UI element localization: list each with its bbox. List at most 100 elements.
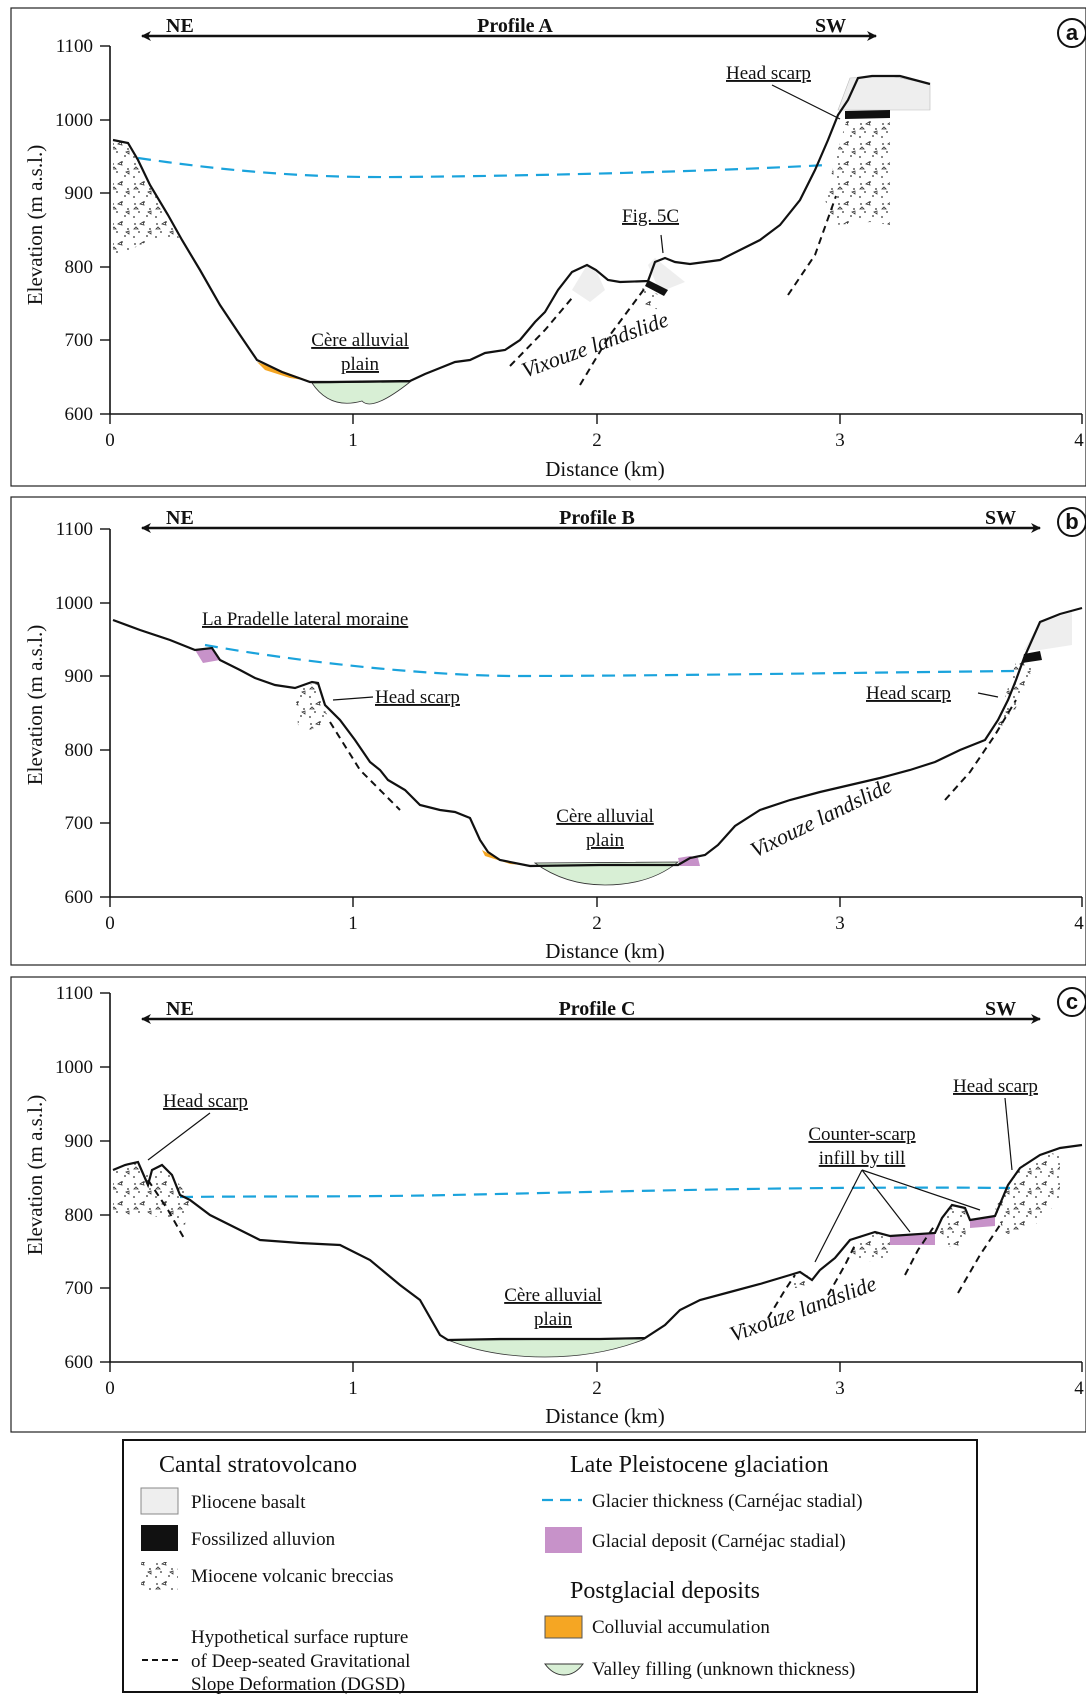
leader-line	[1004, 1097, 1013, 1171]
y-tick-label: 600	[65, 1352, 94, 1373]
breccia-left	[113, 1162, 190, 1225]
leader-line	[771, 84, 841, 120]
legend-label-rupture-3: Slope Deformation (DGSD)	[191, 1674, 405, 1695]
x-tick-label: 4	[1074, 913, 1084, 934]
x-tick-label: 0	[105, 430, 115, 451]
y-tick-label: 1000	[55, 593, 93, 614]
panel-badge	[1057, 987, 1086, 1017]
y-ticks	[100, 528, 110, 898]
x-tick-label: 1	[348, 913, 358, 934]
panel-b-frame	[10, 496, 1086, 966]
topography-a	[112, 74, 931, 384]
dgsd-rupture	[827, 1244, 856, 1296]
label-fig-5c: Fig. 5C	[622, 206, 679, 227]
label-plain-line2: plain	[341, 354, 379, 375]
y-tick-label: 800	[65, 257, 94, 278]
direction-ne: NE	[166, 15, 194, 37]
glacier-line-c	[179, 1186, 1011, 1199]
y-tick-label: 1100	[56, 36, 93, 57]
y-ticks	[100, 45, 110, 415]
legend-label-rupture-1: Hypothetical surface rupture	[191, 1627, 408, 1648]
legend-swatch-valley	[544, 1663, 584, 1676]
panel-a-frame	[10, 7, 1086, 487]
leader-line	[861, 1169, 911, 1233]
label-head-scarp-right: Head scarp	[953, 1076, 1038, 1097]
label-plain-line2: plain	[534, 1309, 572, 1330]
label-head-scarp-left: Head scarp	[375, 687, 460, 708]
direction-ne: NE	[166, 507, 194, 529]
y-tick-label: 700	[65, 1278, 94, 1299]
y-axis-title: Elevation (m a.s.l.)	[23, 1095, 47, 1255]
breccia-block	[940, 1205, 968, 1248]
label-plain-line1: Cère alluvial	[311, 330, 409, 351]
dgsd-rupture	[787, 195, 837, 296]
fossil-alluvion-right	[845, 110, 890, 119]
x-tick-label: 2	[592, 913, 602, 934]
panel-profile-b: 1100 1000 900 800 700 600 0 1 2 3 4 Dist…	[10, 496, 1086, 966]
profile-title: Profile B	[559, 507, 635, 529]
label-landslide: Vixouze landslide	[746, 772, 896, 862]
y-tick-label: 1100	[56, 983, 93, 1004]
label-head-scarp-right: Head scarp	[866, 683, 951, 704]
dgsd-rupture	[509, 297, 573, 367]
x-ticks	[109, 1362, 1083, 1372]
panel-badge	[1057, 18, 1086, 48]
leader-line	[977, 692, 999, 698]
panel-profile-c: 1100 1000 900 800 700 600 0 1 2 3 4 Dist…	[10, 976, 1086, 1433]
topography-c	[112, 1143, 1083, 1342]
dgsd-rupture	[147, 1179, 186, 1241]
leader-line	[861, 1169, 981, 1211]
x-tick-label: 0	[105, 913, 115, 934]
fossil-alluvion-right	[1022, 651, 1042, 663]
leader-line	[332, 696, 374, 701]
label-moraine: La Pradelle lateral moraine	[202, 609, 408, 630]
basalt-block	[572, 265, 605, 302]
direction-sw: SW	[985, 507, 1016, 529]
x-tick-label: 4	[1074, 1378, 1084, 1399]
label-counter-line1: Counter-scarp	[808, 1124, 915, 1145]
breccia-right	[825, 115, 890, 225]
legend-label-fossilized: Fossilized alluvion	[191, 1529, 336, 1550]
y-tick-label: 900	[65, 183, 94, 204]
x-tick-label: 1	[348, 1378, 358, 1399]
y-tick-label: 700	[65, 330, 94, 351]
y-tick-label: 700	[65, 813, 94, 834]
y-axis-title: Elevation (m a.s.l.)	[23, 625, 47, 785]
x-tick-label: 1	[348, 430, 358, 451]
breccia-right	[995, 1152, 1060, 1235]
x-tick-label: 3	[835, 913, 845, 934]
y-tick-label: 800	[65, 1205, 94, 1226]
y-tick-label: 600	[65, 887, 94, 908]
pliocene-basalt-right	[1024, 612, 1072, 650]
panel-badge-letter: b	[1065, 509, 1078, 534]
legend-label-glacial: Glacial deposit (Carnéjac stadial)	[592, 1531, 846, 1552]
direction-sw: SW	[815, 15, 846, 37]
label-plain-line1: Cère alluvial	[556, 806, 654, 827]
legend-label-valley: Valley filling (unknown thickness)	[592, 1659, 855, 1680]
legend-frame	[122, 1439, 978, 1693]
x-ticks	[109, 897, 1083, 907]
y-tick-label: 1000	[55, 110, 93, 131]
leader-line	[660, 234, 664, 254]
glacial-deposit-b	[678, 856, 700, 866]
x-tick-label: 3	[835, 1378, 845, 1399]
y-tick-label: 600	[65, 404, 94, 425]
panel-c-frame	[10, 976, 1086, 1433]
dgsd-rupture	[329, 721, 401, 811]
y-tick-label: 900	[65, 666, 94, 687]
breccia-block	[850, 1232, 890, 1262]
y-ticks	[100, 992, 110, 1363]
x-axis-title: Distance (km)	[545, 457, 665, 481]
breccia-left	[295, 683, 330, 730]
x-axis-title: Distance (km)	[545, 1404, 665, 1428]
dgsd-rupture	[579, 287, 646, 386]
profile-title: Profile A	[477, 15, 553, 37]
x-tick-label: 3	[835, 430, 845, 451]
legend-swatch-miocene	[141, 1562, 178, 1590]
legend-swatch-colluvial	[544, 1615, 583, 1639]
label-head-scarp: Head scarp	[726, 63, 811, 84]
x-tick-label: 0	[105, 1378, 115, 1399]
legend-label-pliocene: Pliocene basalt	[191, 1492, 306, 1513]
y-tick-label: 1000	[55, 1057, 93, 1078]
